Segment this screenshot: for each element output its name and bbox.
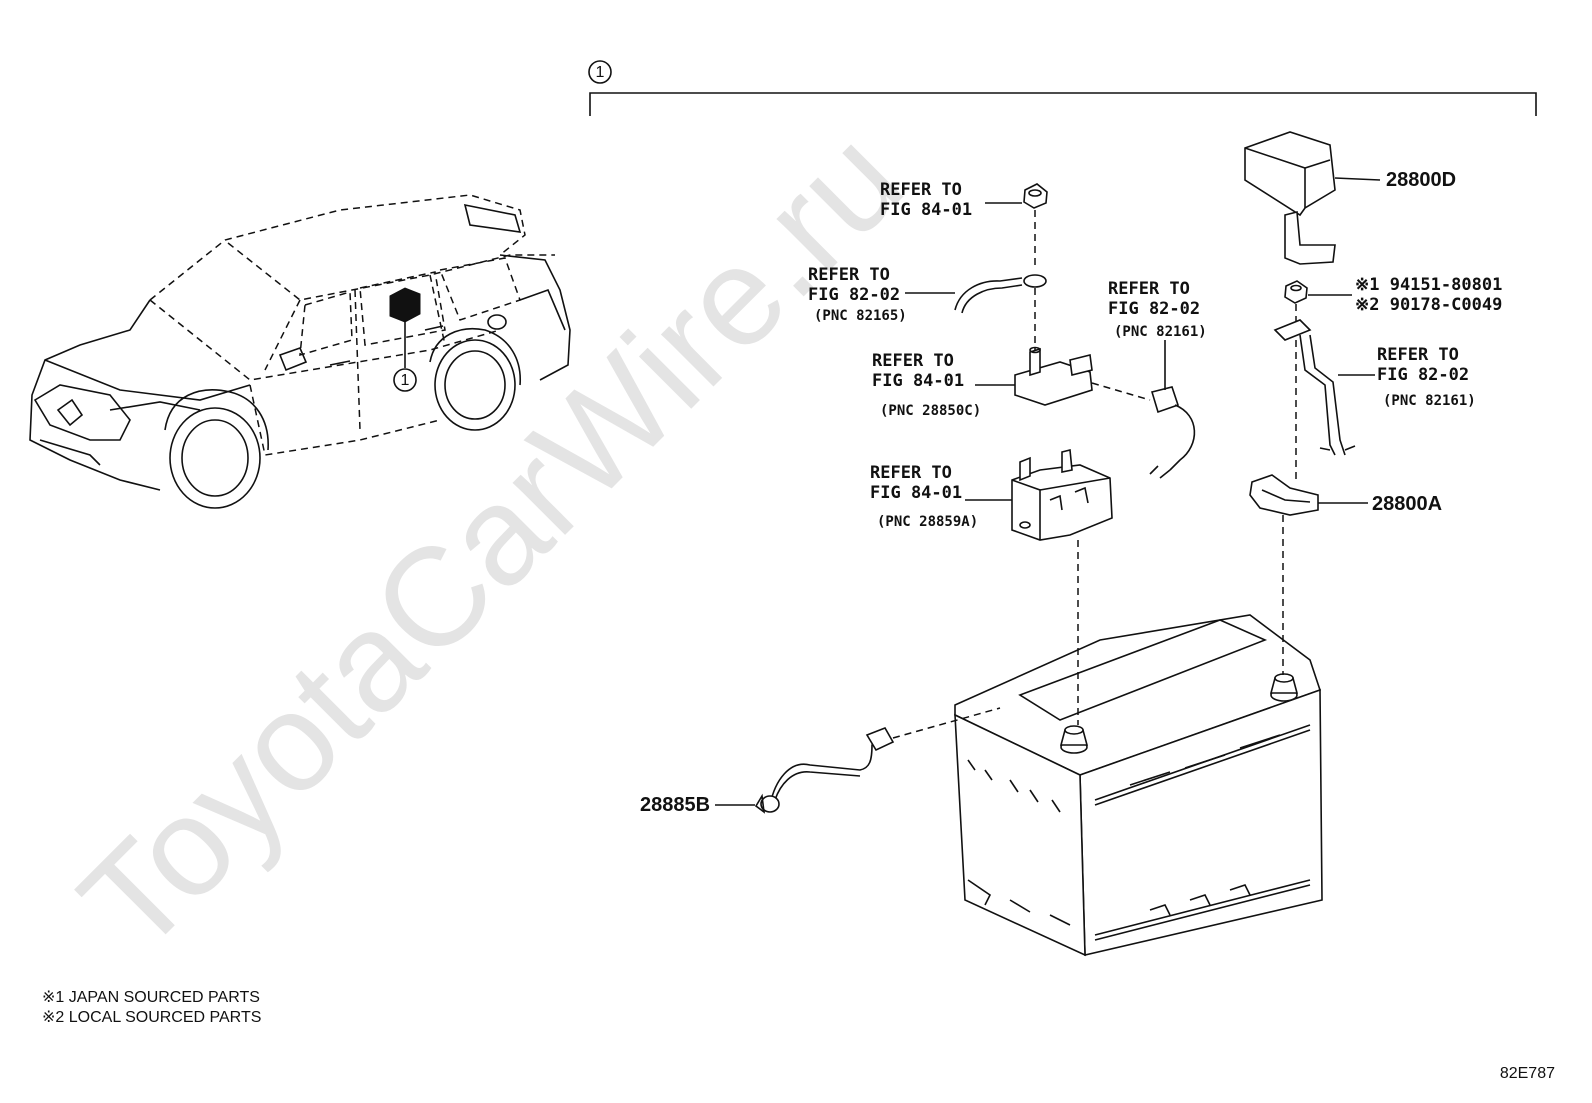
part-28800A: 28800A	[1372, 493, 1442, 515]
refer-connector-line2: FIG 82-02	[1108, 299, 1200, 319]
battery-illustration	[954, 614, 1323, 957]
cable-left: REFER TO FIG 82-02 (PNC 82165)	[808, 265, 1047, 324]
refer-cable-right-line1: REFER TO	[1377, 345, 1459, 365]
part-28885B: 28885B	[640, 794, 710, 816]
vehicle-callout: 1	[401, 372, 410, 389]
group-marker: 1	[596, 64, 605, 81]
refer-cable-left-line1: REFER TO	[808, 265, 890, 285]
refer-cable-right-pnc: (PNC 82161)	[1383, 393, 1476, 409]
refer-cable-right-line2: FIG 82-02	[1377, 365, 1469, 385]
refer-sensor-pnc: (PNC 28850C)	[880, 403, 981, 419]
figure-code: 82E787	[1500, 1065, 1555, 1082]
refer-bracket-pnc: (PNC 28859A)	[877, 514, 978, 530]
legend-local: ※2 LOCAL SOURCED PARTS	[42, 1009, 261, 1026]
refer-cable-left-pnc: (PNC 82165)	[814, 308, 907, 324]
terminal-clamp: 28800A	[1249, 474, 1442, 675]
refer-sensor-line1: REFER TO	[872, 351, 954, 371]
part-28800D: 28800D	[1386, 169, 1456, 191]
refer-nut-line1: REFER TO	[880, 180, 962, 200]
refer-nut-line2: FIG 84-01	[880, 200, 972, 220]
refer-sensor-line2: FIG 84-01	[872, 371, 964, 391]
refer-connector-line1: REFER TO	[1108, 279, 1190, 299]
legend-japan: ※1 JAPAN SOURCED PARTS	[42, 989, 260, 1006]
refer-bracket-line1: REFER TO	[870, 463, 952, 483]
nut-part-1: ※1 94151-80801	[1355, 275, 1502, 295]
nut-left: REFER TO FIG 84-01	[880, 180, 1048, 268]
nut-right: ※1 94151-80801 ※2 90178-C0049	[1284, 275, 1502, 325]
sensor-bracket: REFER TO FIG 84-01 (PNC 28859A)	[870, 448, 1113, 725]
cable-right: REFER TO FIG 82-02 (PNC 82161)	[1273, 319, 1476, 480]
sensor-connector: REFER TO FIG 82-02 (PNC 82161)	[1091, 279, 1207, 479]
group-bracket: 1	[588, 60, 1537, 116]
vent-hose-part: 28885B	[640, 707, 1001, 816]
refer-bracket-line2: FIG 84-01	[870, 483, 962, 503]
refer-cable-left-line2: FIG 82-02	[808, 285, 900, 305]
refer-connector-pnc: (PNC 82161)	[1114, 324, 1207, 340]
battery-location-marker	[389, 287, 421, 323]
current-sensor: REFER TO FIG 84-01 (PNC 28850C)	[872, 288, 1093, 419]
vehicle-illustration: 1	[29, 194, 571, 509]
nut-part-2: ※2 90178-C0049	[1355, 295, 1502, 315]
terminal-cover: 28800D	[1244, 131, 1456, 265]
watermark: ToyotaCarWire.ru	[50, 100, 931, 981]
